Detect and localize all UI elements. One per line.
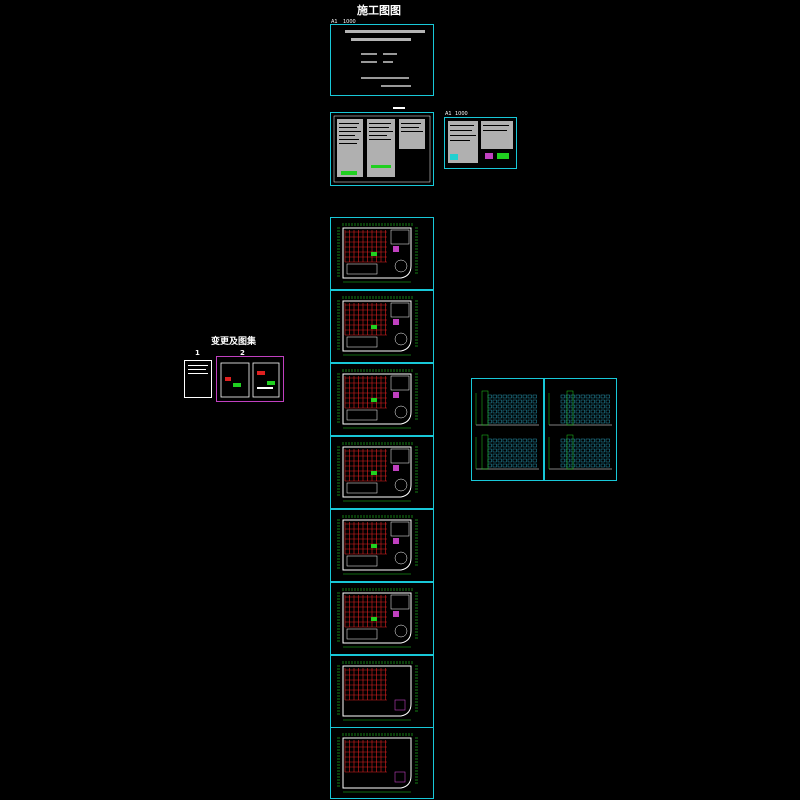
design-notes-content — [333, 115, 431, 183]
change-doc-1[interactable] — [184, 360, 212, 398]
floor-plan-sheet[interactable] — [330, 655, 434, 728]
change-doc-2-content — [220, 362, 280, 398]
main-title: 施工图图 — [357, 4, 401, 17]
floor-plan-drawing — [337, 223, 418, 283]
floor-plan-sheet[interactable] — [330, 217, 434, 290]
floor-plan-drawing — [337, 442, 418, 502]
elevation-sheet-1[interactable] — [471, 378, 544, 481]
floor-plan-sheet[interactable] — [330, 363, 434, 436]
floor-plan-drawing — [337, 588, 418, 648]
elevation-sheet-2[interactable] — [544, 378, 617, 481]
side-title: 变更及图集 — [211, 337, 257, 347]
floor-plan-drawing — [337, 661, 418, 721]
elevation-1-content — [475, 390, 539, 470]
sheet2-tag: A1 — [445, 111, 452, 117]
schedule-sheet-content — [448, 121, 513, 163]
change-doc-2[interactable] — [216, 356, 284, 402]
floor-plan-sheet[interactable] — [330, 436, 434, 509]
design-notes-sheet[interactable] — [330, 112, 434, 186]
side-num-2: 2 — [240, 349, 245, 357]
floor-plan-sheet[interactable] — [330, 582, 434, 655]
change-doc-1-content — [188, 365, 208, 374]
sheet2-tag-num: 1000 — [455, 111, 468, 117]
floor-plan-sheet[interactable] — [330, 509, 434, 582]
notes-sheet-mark — [393, 107, 405, 109]
cover-tag-num: 1000 — [343, 19, 356, 25]
floor-plan-sheet[interactable] — [330, 290, 434, 363]
floor-plan-drawing — [337, 369, 418, 429]
floor-plan-drawing — [337, 733, 418, 793]
floor-plan-drawing — [337, 515, 418, 575]
side-num-1: 1 — [195, 349, 200, 357]
elevation-2-content — [548, 390, 612, 470]
floor-plan-drawing — [337, 296, 418, 356]
floor-plan-sheet[interactable] — [330, 727, 434, 799]
cover-sheet[interactable] — [330, 24, 434, 96]
cover-tag: A1 — [331, 19, 338, 25]
cover-sheet-content — [345, 30, 425, 87]
schedule-sheet[interactable] — [444, 117, 517, 169]
